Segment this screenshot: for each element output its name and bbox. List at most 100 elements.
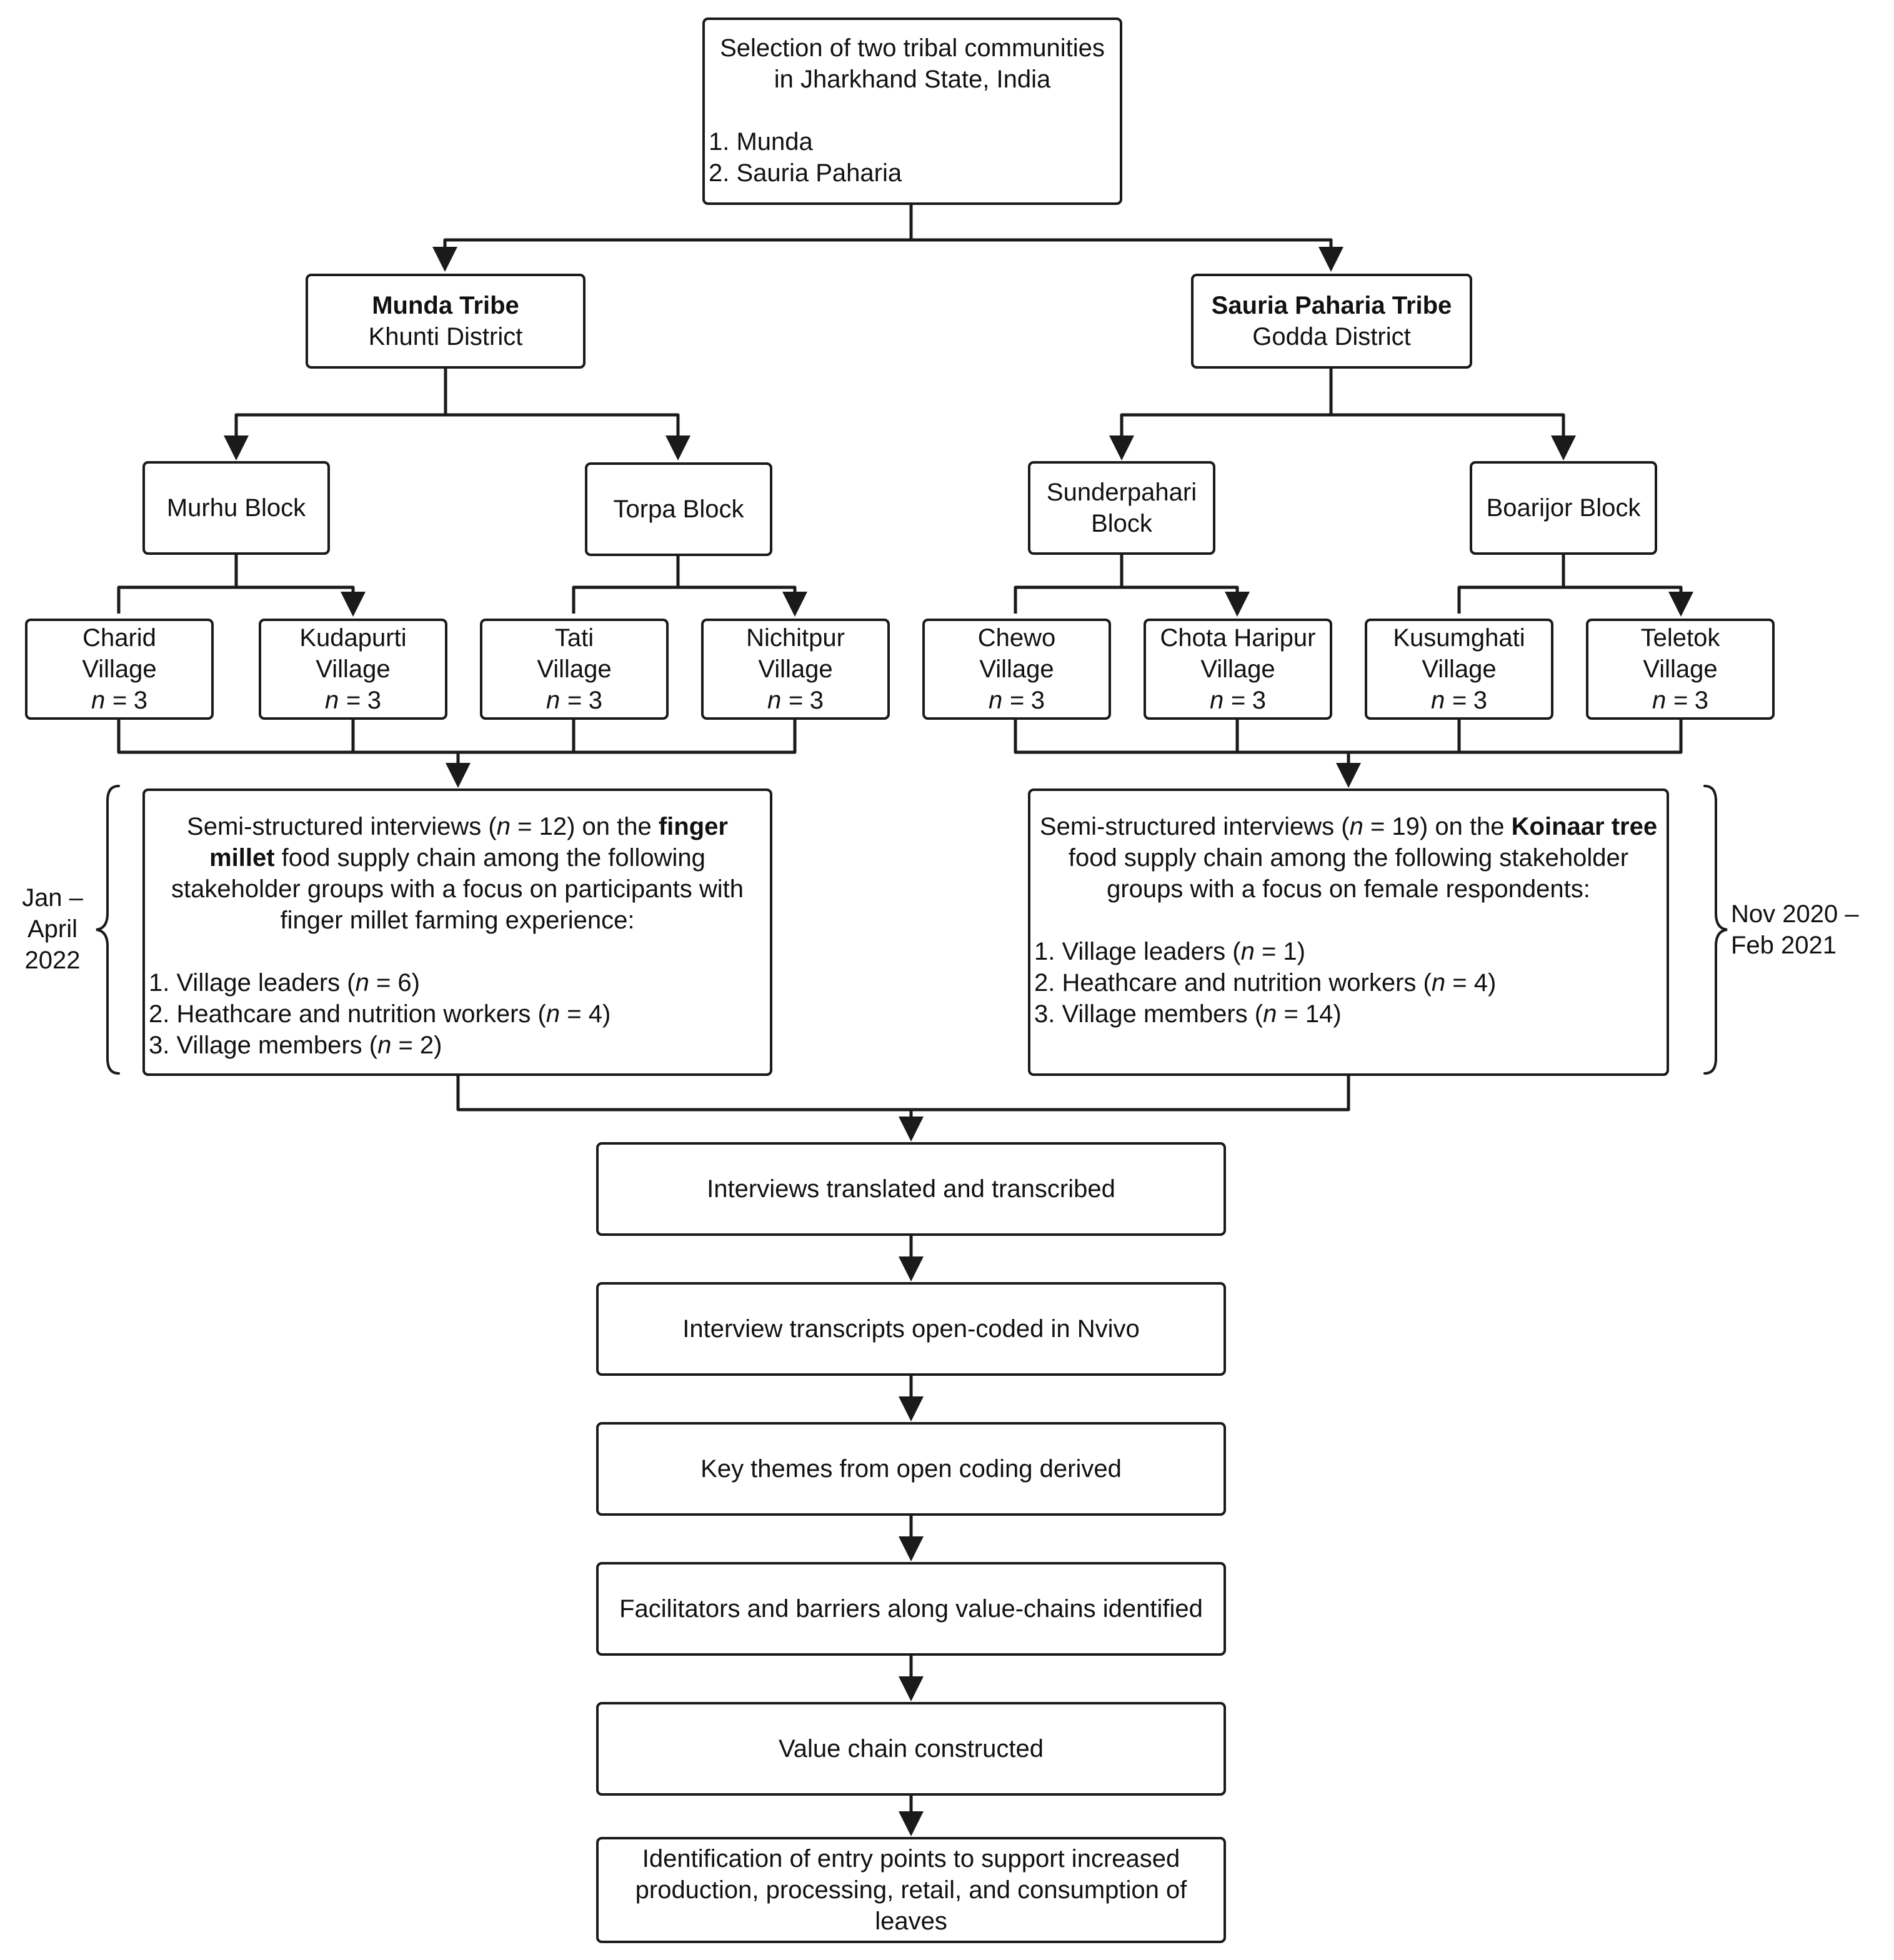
right-interview-n-var: n [1349, 813, 1363, 840]
item-label: 2. Heathcare and nutrition workers ( [1034, 969, 1432, 997]
left-interview-item-2: 2. Heathcare and nutrition workers (n = … [149, 998, 611, 1030]
sunderpahari-block-label-line1: Sunderpahari [1046, 479, 1197, 506]
right-date-line2: Feb 2021 [1731, 932, 1837, 959]
step-entry-points: Identification of entry points to suppor… [596, 1837, 1226, 1943]
step-open-coding: Interview transcripts open-coded in Nviv… [596, 1282, 1226, 1376]
village-box-chota-haripur: Chota Haripur Village n = 3 [1144, 619, 1332, 720]
connector-munda-to-murhu [224, 369, 447, 460]
connector-sauria-to-sunderpahari [1109, 369, 1333, 460]
item-value: = 4) [560, 1000, 611, 1028]
item-n: n [1240, 938, 1255, 965]
connector-right-villages-to-interviews [1014, 720, 1683, 785]
munda-tribe-district: Khunti District [368, 323, 523, 351]
right-interview-item-2: 2. Heathcare and nutrition workers (n = … [1034, 967, 1496, 998]
village-name: Nichitpur [746, 624, 845, 652]
sauria-tribe-name: Sauria Paharia Tribe [1211, 292, 1452, 319]
village-label: Village [316, 655, 391, 683]
village-box-chewo: Chewo Village n = 3 [922, 619, 1111, 720]
village-count: n = 3 [1431, 685, 1487, 716]
village-box-teletok: Teletok Village n = 3 [1586, 619, 1775, 720]
right-interview-rest: food supply chain among the following st… [1068, 844, 1629, 903]
village-n-value: 3 [1252, 687, 1267, 714]
step-translation-label: Interviews translated and transcribed [707, 1175, 1115, 1203]
village-name: Teletok [1640, 624, 1720, 652]
munda-tribe-name: Munda Tribe [372, 292, 519, 319]
village-count: n = 3 [325, 685, 381, 716]
left-interview-count: = 12) on the [510, 813, 659, 840]
connector-torpa-to-villages [572, 555, 795, 614]
village-name: Kusumghati [1393, 624, 1525, 652]
left-date-line3: 2022 [24, 947, 81, 974]
selection-title-line1: Selection of two tribal communities [720, 34, 1105, 62]
village-count: n = 3 [1210, 685, 1266, 716]
murhu-block-box: Murhu Block [142, 461, 330, 555]
item-label: 2. Heathcare and nutrition workers ( [149, 1000, 546, 1028]
torpa-block-box: Torpa Block [585, 462, 772, 556]
step-entry-points-label: Identification of entry points to suppor… [635, 1845, 1187, 1935]
step-value-chain-label: Value chain constructed [779, 1735, 1044, 1763]
village-n-label: n = [1430, 687, 1467, 714]
right-interview-description: Semi-structured interviews (n = 19) on t… [1030, 811, 1667, 905]
item-n: n [1263, 1000, 1277, 1028]
left-interview-rest: food supply chain among the following st… [171, 844, 744, 934]
village-n-value: 3 [1030, 687, 1045, 714]
village-label: Village [82, 655, 157, 683]
connector-interviews-merge [456, 1076, 1350, 1138]
connector-left-villages-to-interviews [117, 720, 797, 785]
sunderpahari-block-box: Sunderpahari Block [1028, 461, 1215, 555]
village-box-tati: Tati Village n = 3 [480, 619, 669, 720]
village-n-value: 3 [133, 687, 148, 714]
item-label: 1. Village leaders ( [1034, 938, 1241, 965]
right-interview-list: 1. Village leaders (n = 1) 2. Heathcare … [1030, 936, 1496, 1030]
connector-sunderpahari-to-villages [1014, 555, 1237, 614]
village-count: n = 3 [989, 685, 1045, 716]
right-interview-prefix: Semi-structured interviews ( [1039, 813, 1350, 840]
left-interview-item-1: 1. Village leaders (n = 6) [149, 967, 611, 998]
right-date-line1: Nov 2020 – [1731, 900, 1859, 928]
item-n: n [546, 1000, 561, 1028]
connector-selection-to-munda [432, 204, 913, 272]
village-count: n = 3 [767, 685, 824, 716]
item-value: = 6) [369, 969, 420, 997]
right-interview-item-3: 3. Village members (n = 14) [1034, 998, 1496, 1030]
village-n-label: n = [988, 687, 1024, 714]
right-interview-item-1: 1. Village leaders (n = 1) [1034, 936, 1496, 967]
item-value: = 2) [391, 1032, 442, 1059]
left-interview-box: Semi-structured interviews (n = 12) on t… [142, 788, 772, 1076]
left-interview-list: 1. Village leaders (n = 6) 2. Heathcare … [145, 967, 611, 1061]
item-label: 3. Village members ( [1034, 1000, 1263, 1028]
selection-box: Selection of two tribal communities in J… [702, 17, 1122, 205]
village-n-label: n = [1652, 687, 1688, 714]
boarijor-block-label: Boarijor Block [1486, 494, 1641, 522]
step-key-themes: Key themes from open coding derived [596, 1422, 1226, 1516]
item-label: 1. Village leaders ( [149, 969, 356, 997]
village-n-value: 3 [1473, 687, 1488, 714]
left-interview-focus-crop: finger millet [209, 813, 728, 872]
item-n: n [1431, 969, 1446, 997]
village-n-value: 3 [588, 687, 603, 714]
village-n-label: n = [1209, 687, 1245, 714]
item-value: = 1) [1254, 938, 1305, 965]
item-value: = 4) [1445, 969, 1497, 997]
connector-munda-to-torpa [446, 413, 690, 460]
village-n-label: n = [767, 687, 803, 714]
murhu-block-label: Murhu Block [166, 494, 306, 522]
right-interview-box: Semi-structured interviews (n = 19) on t… [1028, 788, 1669, 1076]
step-translation: Interviews translated and transcribed [596, 1142, 1226, 1236]
selection-item-2: 2. Sauria Paharia [709, 159, 902, 187]
right-curly-brace [1703, 785, 1728, 1075]
village-label: Village [758, 655, 833, 683]
village-box-charid: Charid Village n = 3 [25, 619, 214, 720]
village-name: Chewo [977, 624, 1056, 652]
village-box-kusumghati: Kusumghati Village n = 3 [1365, 619, 1553, 720]
left-date-line2: April [27, 915, 78, 943]
connector-selection-to-sauria [911, 238, 1343, 272]
right-interview-focus-crop: Koinaar tree [1511, 813, 1658, 840]
village-count: n = 3 [1652, 685, 1708, 716]
munda-tribe-box: Munda Tribe Khunti District [306, 274, 586, 369]
step-facilitators-barriers: Facilitators and barriers along value-ch… [596, 1562, 1226, 1656]
left-date-range: Jan – April 2022 [9, 882, 96, 976]
village-label: Village [1200, 655, 1275, 683]
selection-title-line2: in Jharkhand State, India [774, 66, 1051, 93]
